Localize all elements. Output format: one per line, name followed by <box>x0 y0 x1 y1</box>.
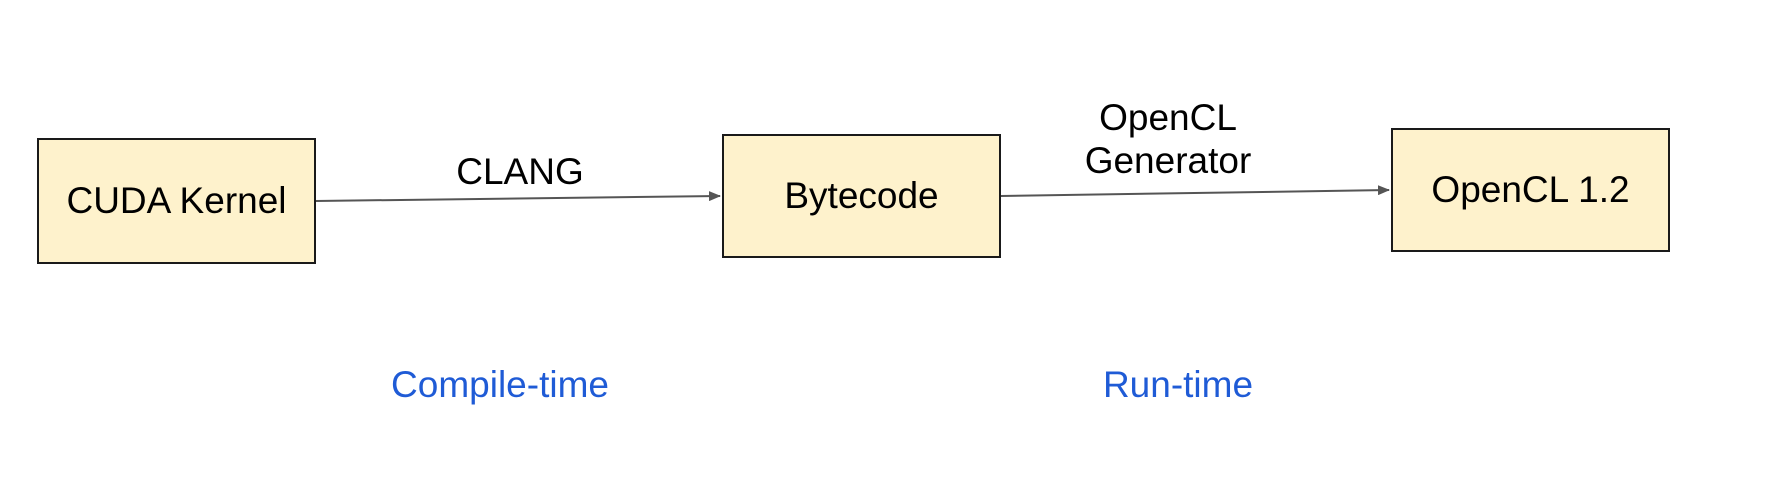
edge-label-opencl-generator: OpenCL Generator <box>1068 96 1268 182</box>
arrow-bytecode-to-opencl <box>1000 185 1390 197</box>
node-opencl-label: OpenCL 1.2 <box>1431 169 1630 210</box>
node-cuda-kernel-label: CUDA Kernel <box>66 180 287 221</box>
phase-label-run-time: Run-time <box>1102 364 1254 405</box>
edge-label-clang: CLANG <box>456 151 584 192</box>
node-cuda-kernel: CUDA Kernel <box>37 138 316 264</box>
arrow-cuda-to-bytecode <box>315 191 721 202</box>
node-bytecode: Bytecode <box>722 134 1001 258</box>
node-bytecode-label: Bytecode <box>784 175 939 216</box>
node-opencl: OpenCL 1.2 <box>1391 128 1670 252</box>
edge-label-generator-line1: OpenCL <box>1099 97 1237 138</box>
edge-label-generator-line2: Generator <box>1084 140 1252 181</box>
phase-label-compile-time: Compile-time <box>391 364 609 405</box>
